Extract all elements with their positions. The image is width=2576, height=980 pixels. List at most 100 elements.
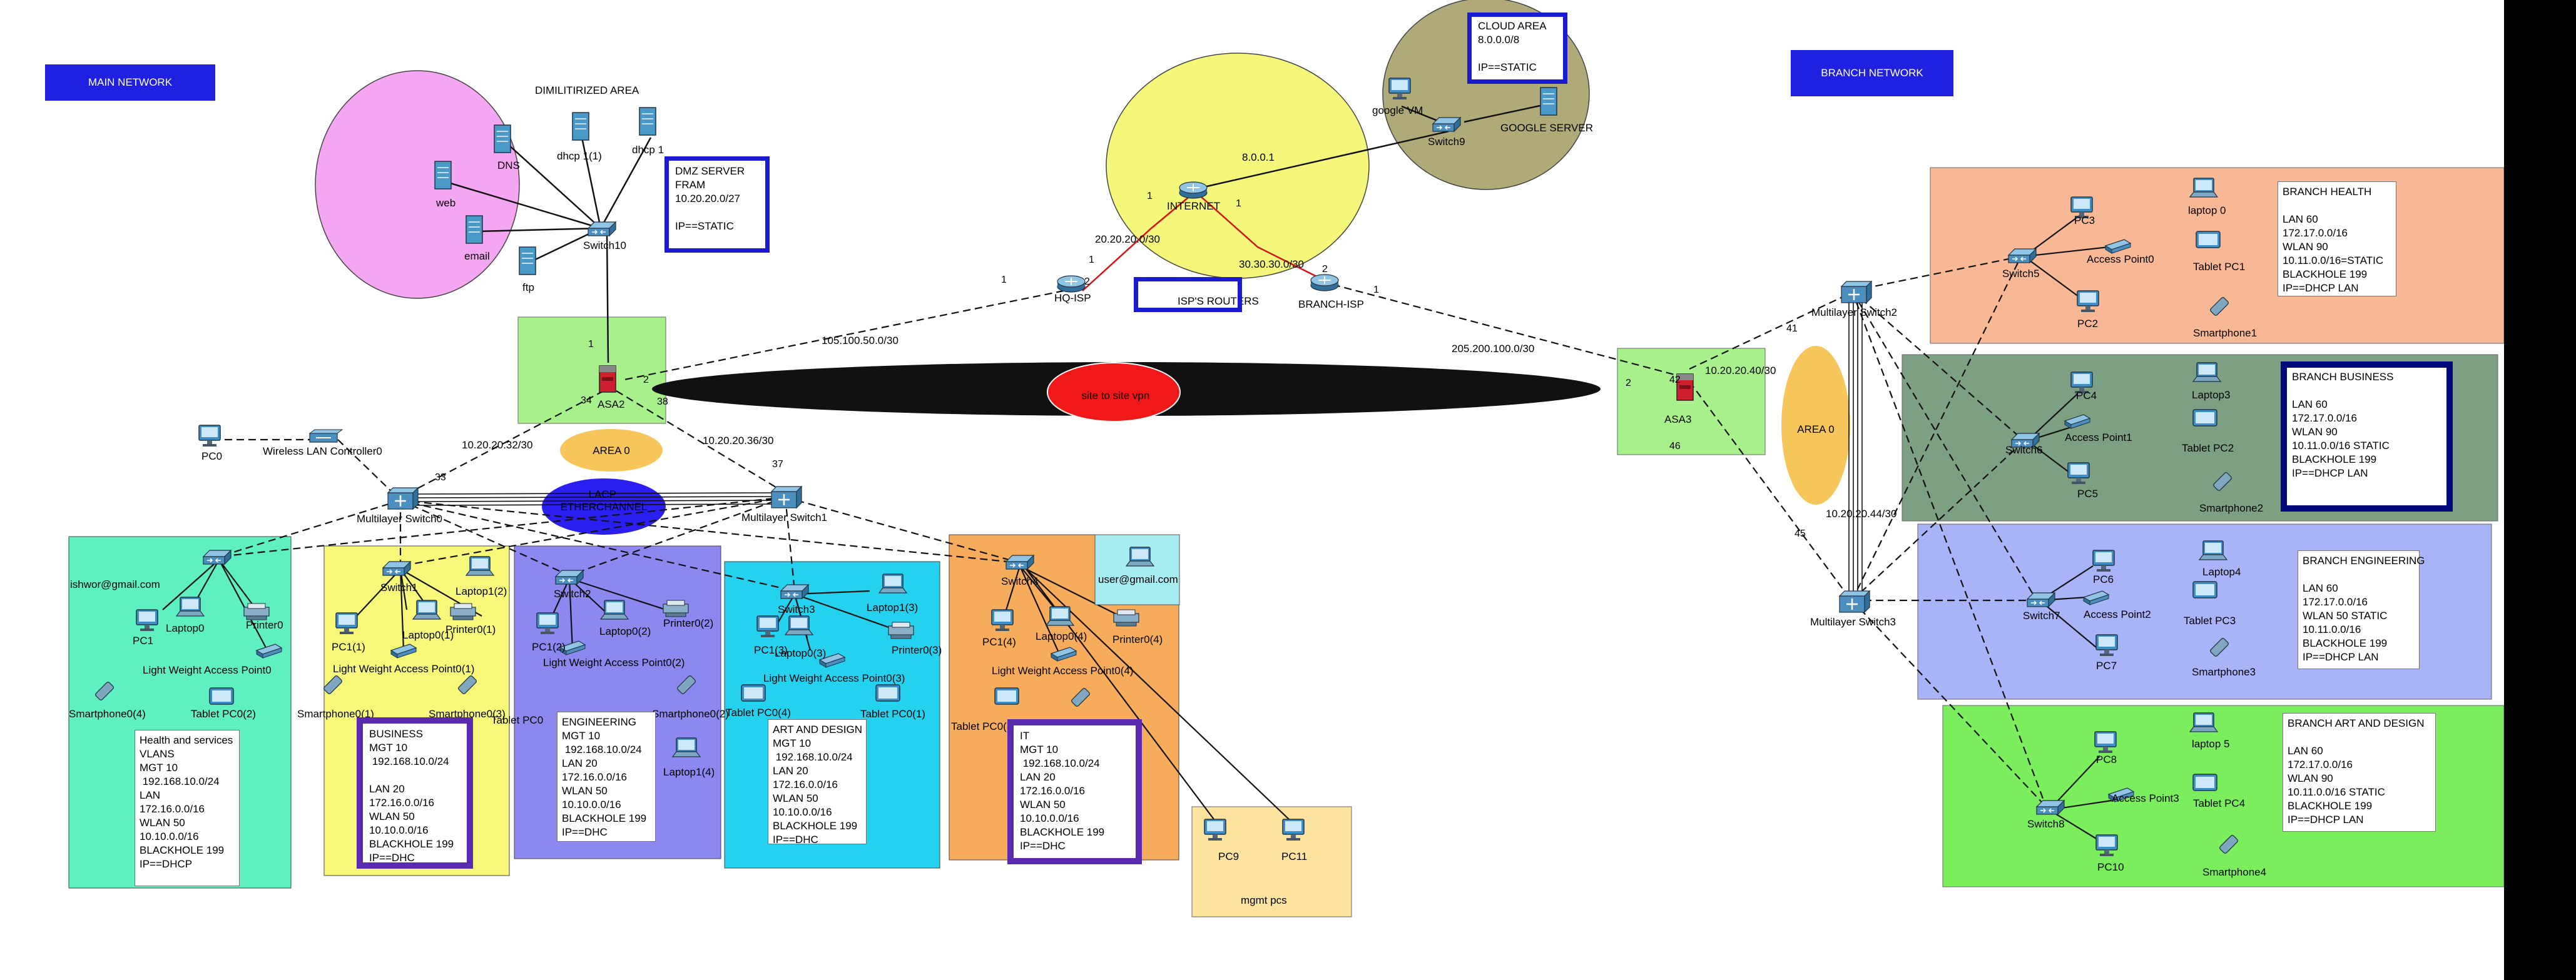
switch3-label: Switch3 [778,604,815,615]
laptop12-label: Laptop1(2) [456,585,507,597]
tabletpc04-icon[interactable] [741,684,766,702]
mls1-icon[interactable] [770,485,803,509]
etherchannel-links [412,300,1863,591]
mls2-label: Multilayer Switch2 [1811,306,1897,318]
printer0-icon[interactable] [243,603,270,620]
laptop02-icon[interactable] [600,600,629,620]
lwap02-label: Light Weight Access Point0(2) [543,657,685,669]
mls0-icon[interactable] [387,487,419,510]
branch-health-info: BRANCH HEALTH LAN 60 172.17.0.0/16 WLAN … [2278,181,2396,296]
port-asa2-38: 38 [657,397,668,407]
branch-network-title: BRANCH NETWORK [1791,50,1953,96]
port-asa3-46: 46 [1669,441,1681,452]
laptop13-label: Laptop1(3) [867,602,918,614]
tabletpc4-icon[interactable] [2192,774,2217,791]
pc6-label: PC6 [2093,573,2114,585]
laptop03-icon[interactable] [785,615,813,635]
links [444,102,1552,363]
switch4-icon[interactable] [1005,555,1034,570]
switch5-icon[interactable] [2008,248,2037,263]
switch10-icon[interactable] [588,221,616,236]
dhcp-1-server-icon[interactable] [639,107,656,136]
switch0-icon[interactable] [203,550,232,565]
email-server-icon[interactable] [466,215,483,244]
pc11b-label: PC11 [1281,851,1307,862]
ap2-label: Access Point2 [2084,609,2151,620]
dns-server-icon[interactable] [494,124,511,153]
laptop0b-icon[interactable] [2189,178,2218,198]
pc0-icon[interactable] [198,425,221,447]
laptop04-icon[interactable] [1046,606,1074,626]
area0-main-label: AREA 0 [593,445,630,457]
google-vm-label: google VM [1372,104,1423,116]
port-br-1: 1 [1373,285,1379,295]
pc14-label: PC1(4) [982,636,1016,648]
link-105: 105.100.50.0/30 [822,335,899,346]
ap0-label: Access Point0 [2087,253,2154,265]
tabletpc3-label: Tablet PC3 [2184,615,2236,627]
laptop13-icon[interactable] [878,573,907,594]
printer03-icon[interactable] [888,622,914,639]
asa2-zone [517,316,666,424]
printer02-icon[interactable] [663,600,689,617]
printer04-icon[interactable] [1113,609,1139,627]
pc0-label: PC0 [201,450,222,462]
switch8-icon[interactable] [2036,800,2065,815]
switch2-icon[interactable] [555,570,584,585]
tabletpc02-icon[interactable] [209,687,234,705]
asa2-firewall-icon[interactable] [599,365,616,393]
port-asa2-1: 1 [588,339,594,350]
internet-router-icon[interactable] [1179,181,1208,199]
port-br-2: 2 [1322,264,1328,275]
switch1-icon[interactable] [382,561,411,576]
area0-branch-label: AREA 0 [1797,423,1835,435]
switch7-label: Switch7 [2023,610,2060,622]
tabletpc2-icon[interactable] [2192,409,2217,427]
health-info: Health and services VLANS MGT 10 192.168… [135,730,240,886]
tabletpc1-label: Tablet PC1 [2193,261,2245,273]
ftp-server-icon[interactable] [519,246,536,275]
laptop4-icon[interactable] [2199,540,2227,560]
user-laptop-icon[interactable] [1126,547,1154,567]
printer01-icon[interactable] [450,603,476,620]
google-server-icon[interactable] [1540,87,1557,116]
ap1-label: Access Point1 [2065,432,2132,443]
laptop12-icon[interactable] [466,556,494,576]
tabletpc04-label: Tablet PC0(4) [726,707,791,719]
port-mls2-41: 41 [1786,323,1798,334]
tabletpc01-label: Tablet PC0(1) [860,708,925,720]
laptop14-icon[interactable] [672,737,701,757]
web-server-icon[interactable] [434,161,452,189]
google-server-label: GOOGLE SERVER [1500,122,1593,134]
mls2-icon[interactable] [1840,280,1873,304]
dhcp-1-1-server-icon[interactable] [572,112,589,141]
tabletpc3-icon[interactable] [2192,581,2217,599]
tabletpc01-icon[interactable] [875,684,900,702]
switch3-icon[interactable] [780,584,809,599]
lacp-line2: ETHERCHANNEL [561,501,648,513]
printer03-label: Printer0(3) [892,644,942,656]
port-mls0-33: 33 [435,472,446,483]
serial-links [1082,196,1327,291]
switch6-label: Switch6 [2005,444,2043,456]
wlc0-icon[interactable] [309,429,343,443]
switch7-icon[interactable] [2027,592,2055,607]
hq-isp-router-icon[interactable] [1057,275,1086,293]
branch-isp-router-icon[interactable] [1310,274,1339,291]
tabletpc1-icon[interactable] [2196,231,2221,248]
user-email-zone [1094,534,1180,605]
ishwor-email-label: ishwor@gmail.com [70,578,160,590]
port-asa2-2: 2 [643,375,649,385]
mls3-icon[interactable] [1838,590,1871,614]
it-tablet-icon[interactable] [994,687,1019,705]
mgmt-pcs-label: mgmt pcs [1241,894,1287,906]
laptop01-icon[interactable] [412,600,441,620]
engineering-info: ENGINEERING MGT 10 192.168.10.0/24 LAN 2… [557,712,656,842]
laptop5-label: laptop 5 [2192,738,2230,750]
switch9-icon[interactable] [1432,117,1461,132]
pc4-label: PC4 [2076,390,2097,402]
laptop3-icon[interactable] [2192,362,2221,382]
laptop0-icon[interactable] [176,597,205,617]
laptop5-icon[interactable] [2189,712,2218,732]
